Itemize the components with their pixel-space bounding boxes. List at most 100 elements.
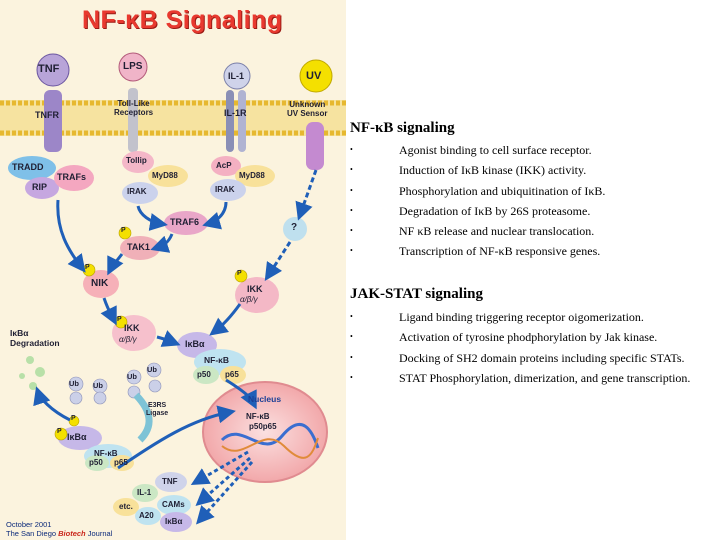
acp-shape: [211, 156, 241, 176]
list-item: • Degradation of IκB by 26S proteasome.: [350, 203, 720, 219]
poster-footer: October 2001 The San Diego Biotech Journ…: [6, 520, 112, 538]
il1-label: IL-1: [228, 71, 245, 81]
degradation-fragments: [19, 356, 45, 390]
bullet: •: [350, 372, 353, 382]
poster-title: NF-κB Signaling: [82, 6, 283, 34]
tollip-shape: [122, 151, 154, 173]
jakstat-step-list: • Ligand binding triggering receptor oigo…: [350, 309, 720, 390]
il1-out-label: IL-1: [137, 488, 152, 497]
cams-label: CAMs: [162, 500, 185, 509]
il1-ligand-shape: [223, 62, 251, 90]
list-item-text: STAT Phosphorylation, dimerization, and …: [399, 370, 691, 385]
degradation-label: IκBα Degradation: [10, 328, 60, 348]
ikk-center-subunits: α/β/γ: [119, 335, 137, 344]
bullet: •: [350, 332, 353, 342]
a20-label: A20: [139, 511, 154, 520]
list-item: • Phosphorylation and ubiquitination of I…: [350, 183, 720, 199]
nfkb-nucleus-label: NF-κB: [246, 412, 270, 421]
uv-sensor-label: Unknown UV Sensor: [287, 100, 328, 118]
dna-strand-a: [220, 422, 320, 449]
ikba-top-label: IκBα: [185, 339, 205, 349]
uv-label: UV: [306, 70, 322, 82]
uv-sensor-receptor: [306, 122, 324, 170]
il1r-label: IL-1R: [224, 108, 247, 118]
list-item: •Docking of SH2 domain proteins includin…: [350, 350, 720, 366]
list-item-text: Transcription of NF-κB responsive genes.: [399, 244, 601, 259]
p65-top-label: p65: [225, 370, 239, 379]
bullet: •: [350, 185, 353, 195]
ub-label-1: Ub: [69, 379, 79, 388]
trafs-label: TRAFs: [57, 172, 86, 182]
ikk-center-p-label: P: [117, 316, 122, 323]
list-item-text: Agonist binding to cell surface receptor…: [399, 143, 592, 157]
nfkb-signaling-poster: NF-κB Signaling TNF LPS IL-1 UV TNFR Tol…: [0, 0, 346, 540]
irak-a-label: IRAK: [127, 187, 147, 196]
uv-shape: [299, 59, 333, 93]
ikba-p-label-2: P: [71, 415, 76, 422]
myd88-b-label: MyD88: [239, 171, 265, 180]
tak1-shape: [120, 236, 160, 260]
nfkb-step-list: • Agonist binding to cell surface recepto…: [350, 142, 720, 264]
jakstat-section-heading: JAK-STAT signaling: [350, 286, 483, 302]
nucleus-label: Nucleus: [248, 394, 282, 404]
p50p65-nucleus-label: p50p65: [249, 422, 277, 431]
list-item: •Transcription of NF-κB responsive genes…: [350, 243, 720, 259]
pathway-diagram: [0, 52, 346, 532]
rip-label: RIP: [32, 182, 48, 192]
ikk-right-subunits: α/β/γ: [240, 295, 258, 304]
list-item-text: Degradation of IκB by 26S proteasome.: [399, 203, 591, 218]
bullet: •: [350, 205, 353, 215]
e3rs-label: E3RS Ligase: [146, 402, 169, 417]
list-item: • Ligand binding triggering receptor oigo…: [350, 309, 720, 325]
ikk-right-p-label: P: [237, 270, 242, 277]
p50-top-label: p50: [197, 370, 211, 379]
tnf-ligand-shape: [36, 53, 70, 87]
p65-lower-shape: [110, 455, 134, 471]
irak-b-shape: [210, 179, 246, 201]
p50-nucleus-label: p50: [249, 422, 263, 431]
bullet: •: [350, 312, 353, 321]
phospho-badges: [54, 226, 248, 441]
unknown-kinase-shape: [283, 217, 307, 241]
nfkb-section-heading: NF-κB signaling: [350, 120, 455, 136]
p65-nucleus-label: p65: [262, 422, 277, 431]
nik-p-label: P: [85, 264, 90, 271]
ub-label-3: Ub: [127, 372, 137, 381]
myd88-a-label: MyD88: [152, 171, 178, 180]
ikba-phospho-label: IκBα: [67, 432, 87, 442]
footer-journal-prefix: The San Diego: [6, 529, 59, 538]
tlr-label: Toll-Like Receptors: [114, 99, 154, 117]
e3rs-ligase-shape: [133, 392, 153, 443]
bullet: •: [350, 226, 353, 236]
rip-shape: [25, 177, 59, 199]
bullet: •: [350, 165, 353, 175]
list-item-text: Induction of IκB kinase (IKK) activity.: [399, 163, 587, 178]
bullet: •: [350, 145, 353, 154]
nik-label: NIK: [91, 278, 109, 289]
myd88-a-shape: [148, 165, 188, 187]
traf6-shape: [164, 211, 208, 235]
ikba-p-label-1: P: [57, 428, 62, 435]
p50-shape: [193, 366, 219, 384]
tnfr-receptor: [44, 90, 62, 152]
p50-lower-label: p50: [89, 458, 103, 467]
myd88-b-shape: [235, 165, 275, 187]
list-item-text: Ligand binding triggering receptor oigom…: [399, 310, 644, 324]
cams-shape: [157, 495, 191, 515]
ikk-right-shape: [235, 277, 279, 313]
list-item: • Activation of tyrosine phodphorylation …: [350, 329, 720, 345]
tnfr-label: TNFR: [35, 110, 59, 120]
ikba-out-label: IκBα: [165, 517, 183, 526]
etc-label: etc.: [119, 502, 133, 511]
traf6-label: TRAF6: [170, 217, 199, 227]
footer-date: October 2001: [6, 520, 52, 529]
irak-b-label: IRAK: [215, 185, 235, 194]
list-item-text: Phosphorylation and ubiquitination of Iκ…: [399, 183, 606, 198]
tradd-label: TRADD: [12, 162, 44, 172]
list-item-text: Activation of tyrosine phodphorylation b…: [399, 330, 658, 345]
unknown-kinase-label: ?: [291, 222, 298, 233]
tlr-receptor: [128, 88, 138, 152]
list-item: • Agonist binding to cell surface recepto…: [350, 142, 720, 158]
footer-journal: The San Diego Biotech Journal: [6, 529, 112, 538]
ikba-phospho-shape: [58, 426, 102, 450]
